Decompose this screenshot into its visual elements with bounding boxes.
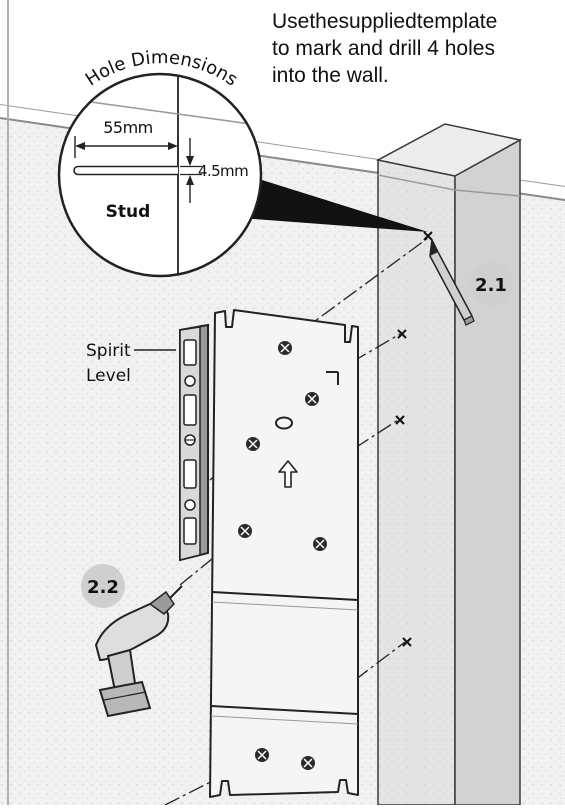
- up-arrow-icon: [278, 460, 298, 488]
- step-badge-2-1: 2.1: [469, 262, 513, 306]
- template-fold-2b: [210, 715, 359, 725]
- stud-front-texture: [378, 160, 455, 805]
- template-fold-2: [210, 705, 359, 715]
- stud-top: [375, 123, 523, 177]
- level-label-line1: Spirit: [86, 341, 131, 361]
- pencil-icon: [429, 239, 475, 326]
- level-vial-1: [184, 375, 196, 387]
- length-dim-arrow-right: [168, 142, 178, 150]
- template-screws: [238, 341, 327, 770]
- diameter-dim-label: 4.5mm: [198, 162, 248, 180]
- screw-2: [305, 392, 319, 406]
- instruction-text: Usethesuppliedtemplate to mark and drill…: [272, 10, 498, 87]
- level-window-3: [183, 459, 197, 489]
- template-fold-1b: [211, 601, 359, 611]
- level-label-line2: Level: [86, 366, 131, 386]
- level-window-2: [183, 394, 197, 426]
- screw-5: [313, 537, 327, 551]
- stud-label: Stud: [106, 202, 151, 222]
- diameter-dim-arrow-top: [186, 156, 194, 166]
- screw-7: [301, 756, 315, 770]
- step-badge-2-2: 2.2: [81, 564, 125, 608]
- dash-line-3: [354, 419, 399, 449]
- dash-line-6: [354, 641, 406, 681]
- length-dim-label: 55mm: [103, 118, 153, 137]
- template-plate: [209, 309, 359, 798]
- drill-battery: [98, 680, 152, 718]
- callout-circle-outline: [57, 72, 263, 278]
- screw-4: [238, 524, 252, 538]
- drill-mark-1: [397, 329, 407, 339]
- drill-mark-3: [402, 637, 412, 647]
- level-vial-3: [184, 499, 196, 511]
- step-badge-2-1-label: 2.1: [475, 275, 507, 296]
- stud-ceiling-cut: [377, 174, 521, 197]
- drill-mark-top: [423, 231, 433, 241]
- level-window-4: [183, 517, 197, 545]
- spirit-level: [179, 323, 209, 562]
- step-badge-2-2-label: 2.2: [87, 577, 119, 598]
- diameter-dim-arrow-bottom: [186, 175, 194, 185]
- stud-column: [375, 123, 523, 806]
- screw-6: [255, 748, 269, 762]
- dash-line-2: [351, 333, 401, 363]
- callout-slot-hole: [73, 165, 178, 176]
- drill-icon: [94, 585, 183, 718]
- drill-mark-2: [395, 415, 405, 425]
- drill-chuck: [148, 590, 175, 615]
- stud-side: [454, 138, 521, 806]
- mounting-template: [209, 309, 359, 798]
- screw-1: [278, 341, 292, 355]
- screw-3: [246, 437, 260, 451]
- callout-pointer: [240, 180, 428, 232]
- drill-marks: [395, 231, 433, 647]
- length-dim-arrow-left: [75, 142, 85, 150]
- template-oval-hole: [275, 416, 293, 430]
- drill-battery-line: [103, 691, 147, 701]
- level-window-1: [183, 339, 197, 366]
- template-corner-mark: [326, 371, 339, 385]
- template-fold-1: [211, 591, 359, 601]
